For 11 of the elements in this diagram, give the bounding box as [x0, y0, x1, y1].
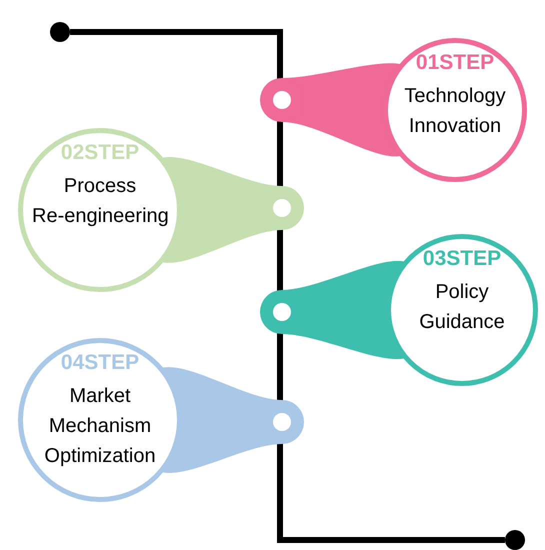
- step-number: 04STEP: [60, 351, 140, 375]
- step-number: 02STEP: [60, 141, 140, 165]
- step-title: Technology Innovation: [403, 84, 507, 139]
- step-title: Market Mechanism Optimization: [43, 384, 157, 469]
- step-number: 01STEP: [416, 51, 494, 75]
- step-number: 03STEP: [422, 247, 502, 271]
- end-dot: [505, 530, 525, 550]
- step-title: Process Re-engineering: [32, 174, 168, 229]
- end-dot: [50, 22, 70, 42]
- step-title: Policy Guidance: [418, 280, 506, 335]
- timeline-line: [70, 29, 505, 543]
